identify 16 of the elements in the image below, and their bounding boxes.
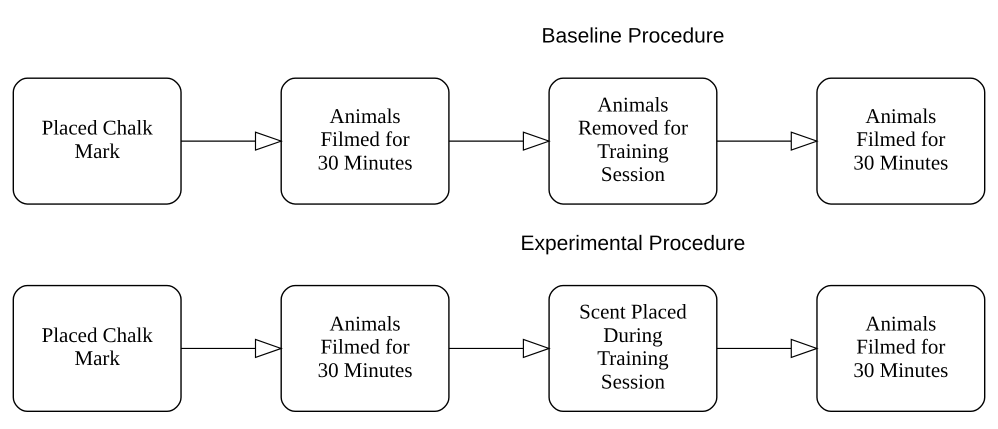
arrow <box>717 131 819 151</box>
node-box: Placed Chalk Mark <box>12 284 182 412</box>
label: Baseline Procedure <box>542 24 724 48</box>
arrow <box>717 338 819 358</box>
node-box: Scent Placed During Training Session <box>548 284 718 412</box>
node-box: Animals Filmed for 30 Minutes <box>816 284 986 412</box>
label: Experimental Procedure <box>520 232 746 255</box>
node-box: Animals Filmed for 30 Minutes <box>816 78 986 205</box>
arrow <box>449 131 551 151</box>
arrow <box>181 131 283 151</box>
node-box: Animals Removed for Training Session <box>548 78 718 205</box>
arrow <box>181 338 283 358</box>
node-box: Animals Filmed for 30 Minutes <box>280 284 450 412</box>
node-box: Animals Filmed for 30 Minutes <box>280 78 450 205</box>
node-box: Placed Chalk Mark <box>12 78 182 205</box>
arrow <box>449 338 551 358</box>
